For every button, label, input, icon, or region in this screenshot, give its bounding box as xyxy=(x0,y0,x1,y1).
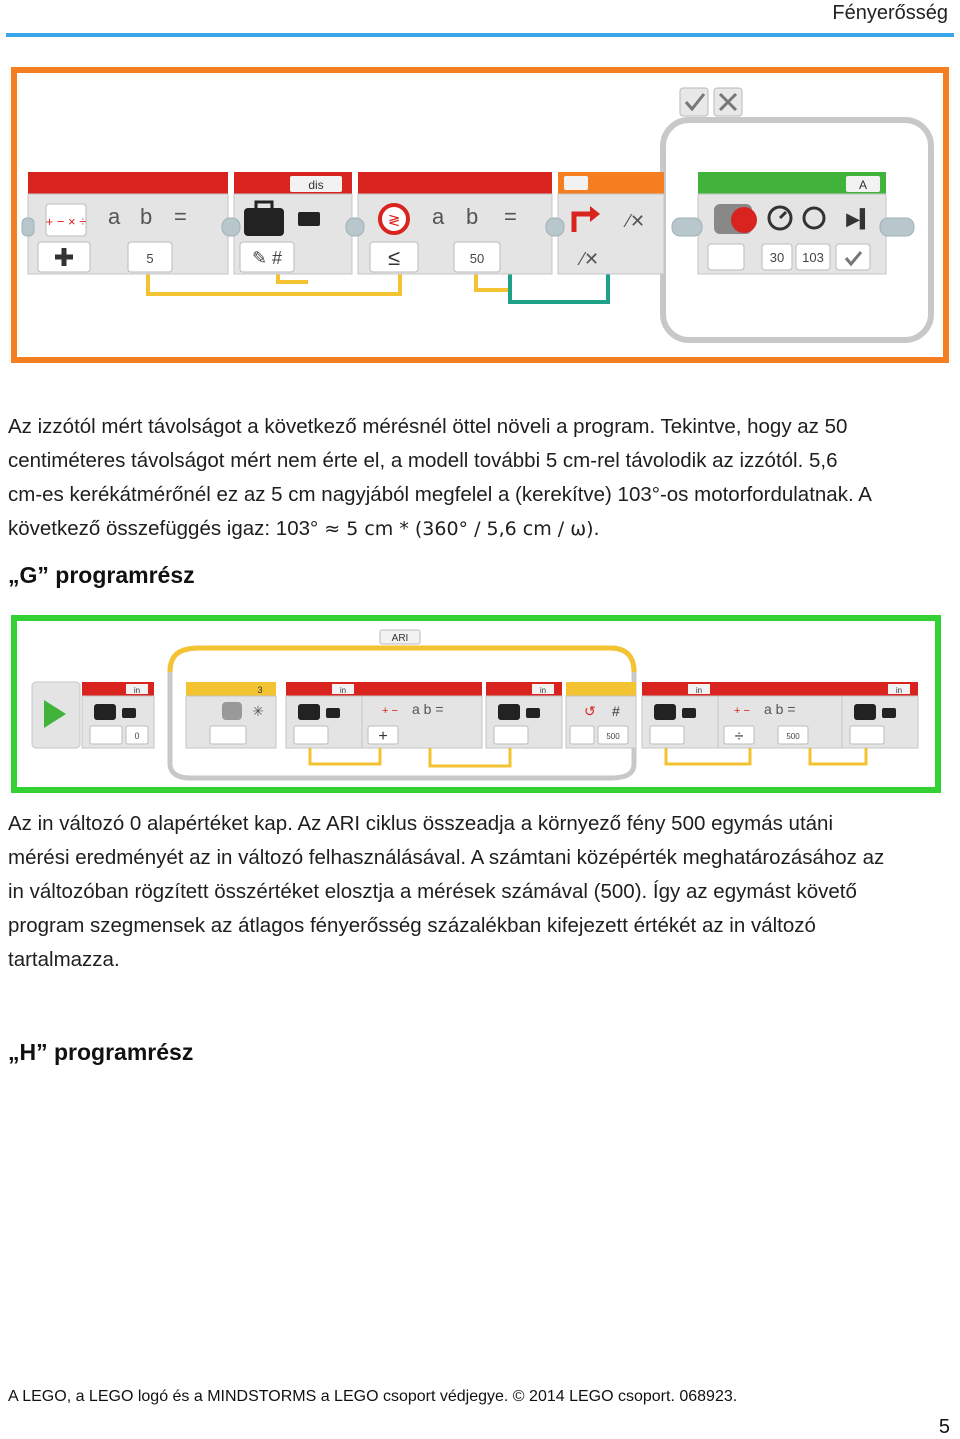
svg-text:a b =: a b = xyxy=(412,701,444,717)
tag-in-5: in xyxy=(896,686,902,695)
tag-in-3: in xyxy=(540,686,546,695)
paragraph2-line2: mérési eredményét az in változó felhaszn… xyxy=(8,846,885,869)
page-number: 5 xyxy=(938,1416,950,1438)
loop-label: ARI xyxy=(392,633,409,644)
plus-icon xyxy=(37,241,91,273)
svg-text:≷: ≷ xyxy=(388,212,401,229)
loop-count-block[interactable]: 3 ✳ xyxy=(185,682,277,749)
svg-text:▶▍: ▶▍ xyxy=(846,208,874,230)
paragraph2-line4: program szegmensek az átlagos fényerőssé… xyxy=(8,914,816,937)
check-icon xyxy=(679,87,709,117)
paragraph2-line1: Az in változó 0 alapértéket kap. Az ARI … xyxy=(8,812,834,835)
svg-text:✎ #: ✎ # xyxy=(252,248,282,268)
section-title-g: „G” programrész xyxy=(8,562,195,588)
svg-text:+ −: + − xyxy=(734,705,750,717)
briefcase-icon xyxy=(94,704,116,720)
paragraph1-line4a: következő összefüggés igaz: 103° xyxy=(8,517,319,540)
variable-block-in-init[interactable]: in 0 xyxy=(81,682,155,749)
repeat-icon: ↺ xyxy=(584,703,596,719)
paragraph-distance-explanation: Az izzótól mért távolságot a következő m… xyxy=(8,410,948,546)
variable-block[interactable]: dis ✎ # xyxy=(233,172,353,275)
close-icon xyxy=(713,87,743,117)
variable-block-in-read-2[interactable]: in xyxy=(641,682,719,749)
variable-block-in-write[interactable]: in xyxy=(485,682,563,749)
motor-icon xyxy=(714,204,757,234)
compare-block[interactable]: ≷ a b = ≤ 50 xyxy=(357,172,553,275)
motor-power-value: 30 xyxy=(770,250,784,265)
loop-count: 3 xyxy=(257,685,262,695)
divide-icon: ÷ xyxy=(735,728,744,745)
compare-b-label: b xyxy=(466,204,478,229)
variable-tag: dis xyxy=(308,178,323,192)
math-divide-block[interactable]: + − a b = ÷ 500 xyxy=(717,682,843,749)
formula-text: ≈ 5 cm * (360° / 5,6 cm / ω). xyxy=(318,518,600,540)
svg-text:a b =: a b = xyxy=(764,701,796,717)
svg-text:≤: ≤ xyxy=(388,245,400,270)
init-value: 0 xyxy=(134,731,139,741)
compare-a-label: a xyxy=(432,204,445,229)
switch-block[interactable]: ⁄✕ ⁄✕ xyxy=(557,172,665,275)
svg-text:#: # xyxy=(612,703,620,719)
math-add-block[interactable]: + − a b = + xyxy=(361,682,483,749)
tag-in-1: in xyxy=(134,686,140,695)
motor-degrees-value: 103 xyxy=(802,250,824,265)
variable-block-in-write-2[interactable]: in xyxy=(841,682,919,749)
divisor-value: 500 xyxy=(786,732,800,741)
math-b-value: 5 xyxy=(146,251,153,266)
light-sensor-icon xyxy=(222,702,242,720)
loop-count-value: 500 xyxy=(606,732,620,741)
compare-icon: ≷ xyxy=(378,203,410,235)
tag-in-2: in xyxy=(340,686,346,695)
paragraph2-line5: tartalmazza. xyxy=(8,948,120,971)
plus-icon: + xyxy=(378,728,387,745)
compare-eq-label: = xyxy=(504,204,517,229)
motor-block[interactable]: A ▶▍ 30 103 xyxy=(697,172,887,275)
footer-trademark: A LEGO, a LEGO logó és a MINDSTORMS a LE… xyxy=(8,1388,738,1405)
paragraph1-line2: centiméteres távolságot mért nem érte el… xyxy=(8,449,838,472)
paragraph2-line3: in változóban rögzített összértéket elos… xyxy=(8,880,857,903)
math-a-label: a xyxy=(108,204,121,229)
paragraph1-line1: Az izzótól mért távolságot a következő m… xyxy=(8,415,848,438)
header-title: Fényerősség xyxy=(832,2,948,24)
math-b-label: b xyxy=(140,204,152,229)
start-block[interactable] xyxy=(31,681,81,749)
program-figure-f: + − × ÷ a b = 5 dis ✎ # ≷ a b = xyxy=(11,67,949,363)
svg-text:⁄✕: ⁄✕ xyxy=(623,211,645,231)
variable-block-in-read[interactable]: in xyxy=(285,682,363,749)
section-title-h: „H” programrész xyxy=(8,1039,194,1065)
tag-in-4: in xyxy=(696,686,702,695)
briefcase-icon xyxy=(244,200,320,236)
switch-icon xyxy=(571,206,600,232)
loop-end-block[interactable]: ↺ # 500 xyxy=(565,682,637,749)
svg-text:+ −: + − xyxy=(382,705,398,717)
math-ops-label: + − × ÷ xyxy=(46,214,87,229)
paragraph1-line3: cm-es kerékátmérőnél ez az 5 cm nagyjábó… xyxy=(8,483,872,506)
svg-text:✳: ✳ xyxy=(252,703,264,719)
compare-b-value: 50 xyxy=(470,251,484,266)
math-eq-label: = xyxy=(174,204,187,229)
speed-icon xyxy=(767,205,793,231)
program-figure-g: ARI in 0 3 ✳ in + − a xyxy=(11,615,941,793)
motor-port-tag: A xyxy=(859,178,867,192)
paragraph-average-explanation: Az in változó 0 alapértéket kap. Az ARI … xyxy=(8,807,948,977)
header-rule xyxy=(6,33,954,37)
math-block[interactable]: + − × ÷ a b = 5 xyxy=(27,172,229,275)
svg-text:⁄✕: ⁄✕ xyxy=(577,249,599,269)
play-icon xyxy=(44,700,66,728)
